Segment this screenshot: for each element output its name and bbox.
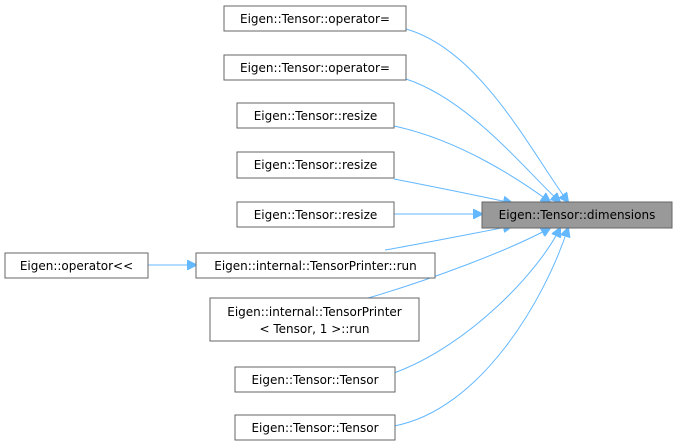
- focus-node[interactable]: Eigen::Tensor::dimensions: [481, 201, 673, 229]
- caller-node-6[interactable]: Eigen::internal::TensorPrinter::run: [195, 252, 436, 279]
- caller-node-7[interactable]: Eigen::internal::TensorPrinter < Tensor,…: [209, 297, 420, 342]
- caller-node-1[interactable]: Eigen::Tensor::operator=: [223, 5, 407, 32]
- edge-caller-1: [405, 28, 568, 202]
- focus-node-label: Eigen::Tensor::dimensions: [499, 208, 656, 222]
- edge-caller-3: [393, 125, 550, 202]
- caller-node-5-label: Eigen::Tensor::resize: [254, 208, 378, 222]
- caller-node-1-label: Eigen::Tensor::operator=: [240, 12, 390, 26]
- caller-node-3[interactable]: Eigen::Tensor::resize: [236, 102, 395, 129]
- edge-caller-6: [384, 226, 512, 251]
- edge-caller-4: [393, 178, 512, 203]
- caller-node-7-label-line1: Eigen::internal::TensorPrinter: [227, 305, 402, 319]
- edge-caller-9: [393, 228, 568, 427]
- caller-node-2-label: Eigen::Tensor::operator=: [240, 61, 390, 75]
- caller-node-3-label: Eigen::Tensor::resize: [254, 109, 378, 123]
- caller-node-8-label: Eigen::Tensor::Tensor: [251, 373, 378, 387]
- outer-caller-node-label: Eigen::operator<<: [20, 259, 133, 273]
- caller-node-2[interactable]: Eigen::Tensor::operator=: [223, 54, 407, 81]
- caller-node-9[interactable]: Eigen::Tensor::Tensor: [234, 414, 396, 441]
- edges: [148, 28, 568, 427]
- caller-node-7-label-line2: < Tensor, 1 >::run: [259, 322, 369, 336]
- caller-node-8[interactable]: Eigen::Tensor::Tensor: [234, 366, 396, 393]
- outer-caller-node[interactable]: Eigen::operator<<: [4, 252, 149, 279]
- edge-caller-7: [367, 228, 550, 299]
- caller-node-6-label: Eigen::internal::TensorPrinter::run: [214, 259, 416, 273]
- caller-node-4-label: Eigen::Tensor::resize: [254, 158, 378, 172]
- caller-node-5[interactable]: Eigen::Tensor::resize: [236, 201, 395, 228]
- edge-caller-8: [393, 228, 560, 374]
- caller-node-9-label: Eigen::Tensor::Tensor: [251, 421, 378, 435]
- edge-caller-2: [405, 78, 560, 202]
- caller-node-4[interactable]: Eigen::Tensor::resize: [236, 151, 395, 179]
